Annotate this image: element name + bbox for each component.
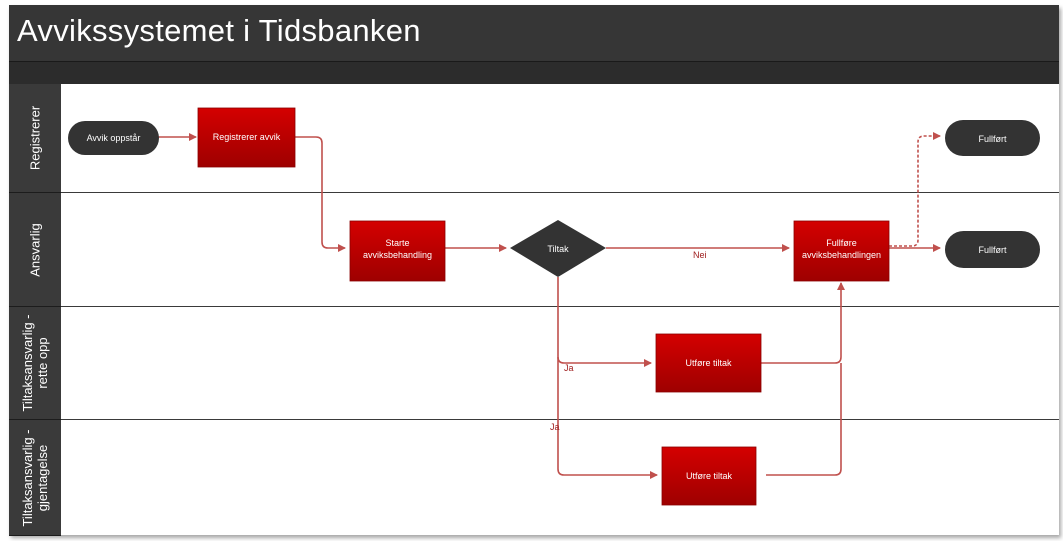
flow-canvas: Nei Ja Ja Avvik oppstår Registrerer avvi… xyxy=(68,107,1040,506)
lane-divider xyxy=(61,192,1059,193)
lane-header-registrerer: Registrerer xyxy=(9,84,61,193)
lane-header-tiltak-rette-opp: Tiltaksansvarlig - rette opp xyxy=(9,307,61,420)
node-fullfort-mid: Fullført xyxy=(945,231,1040,268)
svg-text:Avvik oppstår: Avvik oppstår xyxy=(87,133,141,143)
title-bar: Avvikssystemet i Tidsbanken xyxy=(9,5,1059,61)
node-registrerer-avvik: Registrerer avvik xyxy=(197,107,296,168)
svg-text:Fullført: Fullført xyxy=(979,134,1007,144)
lane-header-ansvarlig: Ansvarlig xyxy=(9,193,61,307)
svg-text:Utføre tiltak: Utføre tiltak xyxy=(686,471,733,481)
svg-text:Utføre tiltak: Utføre tiltak xyxy=(685,358,732,368)
node-utfore-tiltak-rette-opp: Utføre tiltak xyxy=(655,333,762,393)
edge-complete-to-done-top xyxy=(889,132,941,247)
svg-text:Fullføre: Fullføre xyxy=(826,238,857,248)
edge-decision-yes-repeat xyxy=(557,357,658,479)
node-tiltak-decision: Tiltak xyxy=(510,220,606,277)
edge-repeat-to-complete xyxy=(766,363,842,476)
node-fullfore-avviksbehandlingen: Fullføre avviksbehandlingen xyxy=(793,220,890,282)
diagram-title: Avvikssystemet i Tidsbanken xyxy=(17,13,421,48)
edge-register-to-start-handling xyxy=(295,136,346,252)
edge-label-ja-2: Ja xyxy=(550,422,560,432)
diagram-frame: Avvikssystemet i Tidsbanken Registrerer … xyxy=(9,5,1059,536)
edge-fix-to-complete xyxy=(761,282,845,364)
svg-text:avviksbehandlingen: avviksbehandlingen xyxy=(802,250,881,260)
edge-decision-yes-fix xyxy=(557,277,652,367)
svg-text:Starte: Starte xyxy=(385,238,409,248)
lane-divider xyxy=(61,419,1059,420)
svg-text:Tiltak: Tiltak xyxy=(547,244,569,254)
edge-label-nei: Nei xyxy=(693,250,707,260)
lane-header-tiltak-gjentagelse: Tiltaksansvarlig - gjentagelse xyxy=(9,420,61,536)
lane-divider xyxy=(61,306,1059,307)
title-subbar xyxy=(9,61,1059,84)
node-fullfort-top: Fullført xyxy=(945,120,1040,156)
svg-text:Registrerer avvik: Registrerer avvik xyxy=(213,132,281,142)
edge-label-ja-1: Ja xyxy=(564,363,574,373)
svg-text:avviksbehandling: avviksbehandling xyxy=(363,250,432,260)
svg-text:Fullført: Fullført xyxy=(979,245,1007,255)
node-avvik-oppstar: Avvik oppstår xyxy=(68,121,159,155)
node-utfore-tiltak-gjentagelse: Utføre tiltak xyxy=(661,446,757,506)
node-starte-avviksbehandling: Starte avviksbehandling xyxy=(349,220,446,282)
